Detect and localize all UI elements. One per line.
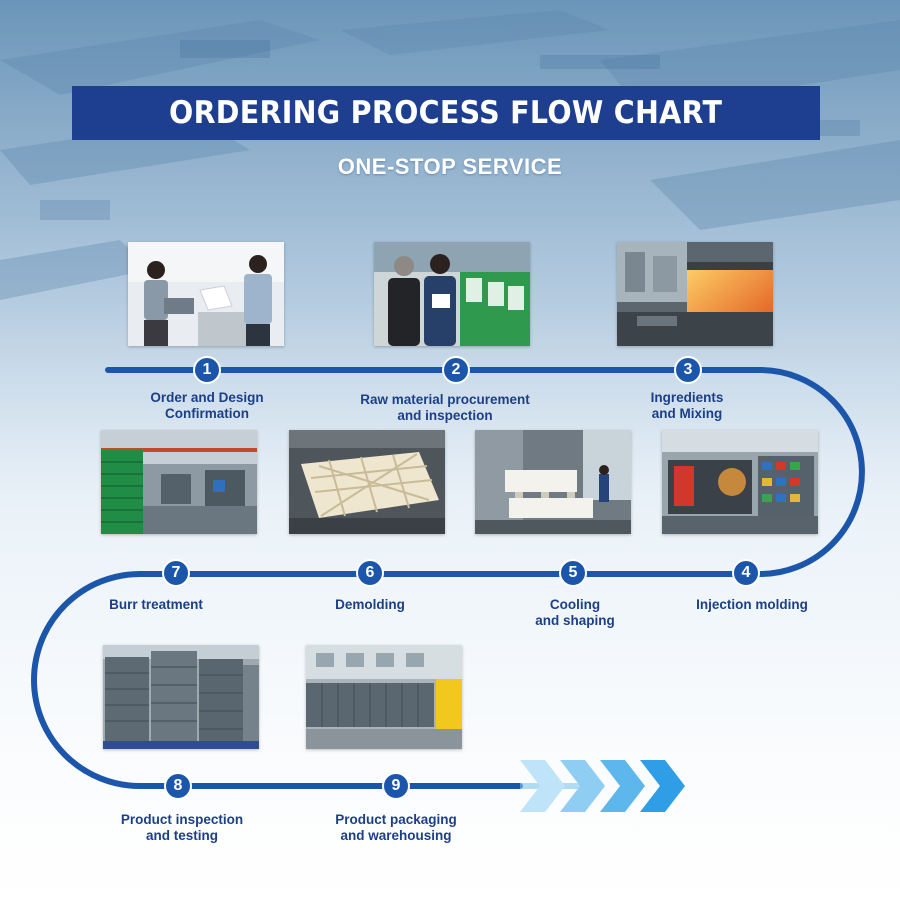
step-1-badge: 1 bbox=[193, 356, 221, 384]
photo-inspection-crates bbox=[103, 645, 259, 749]
page-subtitle: ONE-STOP SERVICE bbox=[337, 154, 563, 179]
photo-mixing-machine bbox=[617, 242, 773, 346]
page-title: ORDERING PROCESS FLOW CHART bbox=[169, 95, 723, 131]
step-3-badge: 3 bbox=[674, 356, 702, 384]
photo-burr-warehouse bbox=[101, 430, 257, 534]
step-6-badge: 6 bbox=[356, 559, 384, 587]
step-2-badge: 2 bbox=[442, 356, 470, 384]
photo-injection-machine bbox=[662, 430, 818, 534]
step-4-badge: 4 bbox=[732, 559, 760, 587]
step-8-badge: 8 bbox=[164, 772, 192, 800]
step-4-label: Injection molding bbox=[696, 597, 808, 612]
step-9-badge: 9 bbox=[382, 772, 410, 800]
photo-demolding-pallet bbox=[289, 430, 445, 534]
step-6-label: Demolding bbox=[335, 597, 405, 612]
photo-cooling-pallets bbox=[475, 430, 631, 534]
step-5-badge: 5 bbox=[559, 559, 587, 587]
photo-order-meeting bbox=[128, 242, 284, 346]
photo-packaging-warehouse bbox=[306, 645, 462, 749]
title-banner: ORDERING PROCESS FLOW CHART bbox=[72, 86, 820, 140]
step-7-label: Burr treatment bbox=[109, 597, 203, 612]
step-7-badge: 7 bbox=[162, 559, 190, 587]
photo-material-inspection bbox=[374, 242, 530, 346]
